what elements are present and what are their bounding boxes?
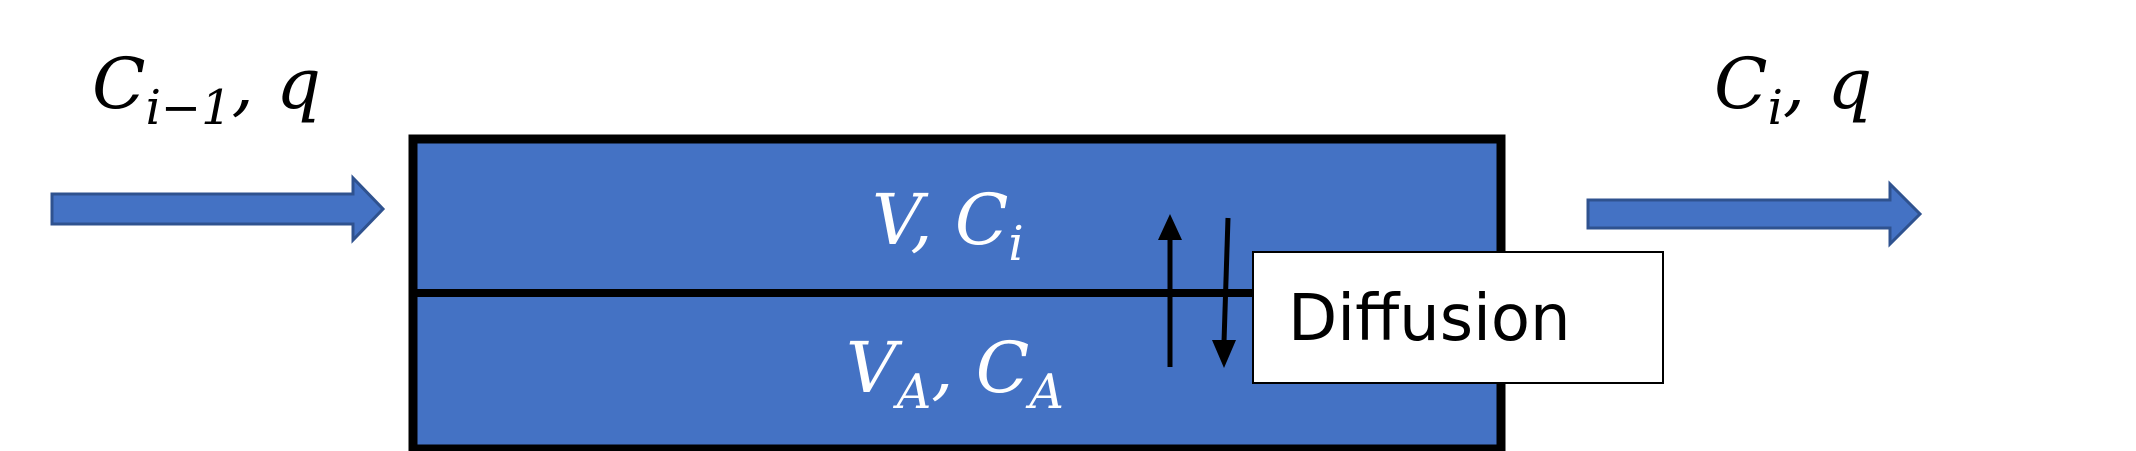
lower-compartment-v-subscript: A [893,364,932,420]
inlet-subscript: i−1 [146,80,232,136]
lower-compartment-comma-c: , C [931,327,1029,409]
outlet-label: Ci, q [1714,43,1872,136]
lower-compartment-c-subscript: A [1025,364,1064,420]
outlet-suffix: , q [1783,43,1872,125]
upper-compartment-subscript: i [1008,216,1023,272]
inlet-symbol: C [92,43,146,125]
diffusion-up-arrow [1158,214,1182,367]
diffusion-callout-box [1252,251,1664,384]
lower-compartment-label: VA, CA [846,327,1064,420]
outlet-symbol: C [1714,43,1768,125]
inlet-arrow [50,174,386,244]
lower-compartment-v: V [846,327,903,409]
upper-compartment-text: V, C [872,179,1008,261]
inlet-label: Ci−1, q [92,43,321,136]
outlet-subscript: i [1768,80,1783,136]
upper-compartment-label: V, Ci [872,179,1024,272]
diffusion-label: Diffusion [1288,282,1571,356]
diffusion-down-arrow [1212,217,1236,368]
outlet-arrow [1586,180,1923,248]
inlet-suffix: , q [232,43,321,125]
